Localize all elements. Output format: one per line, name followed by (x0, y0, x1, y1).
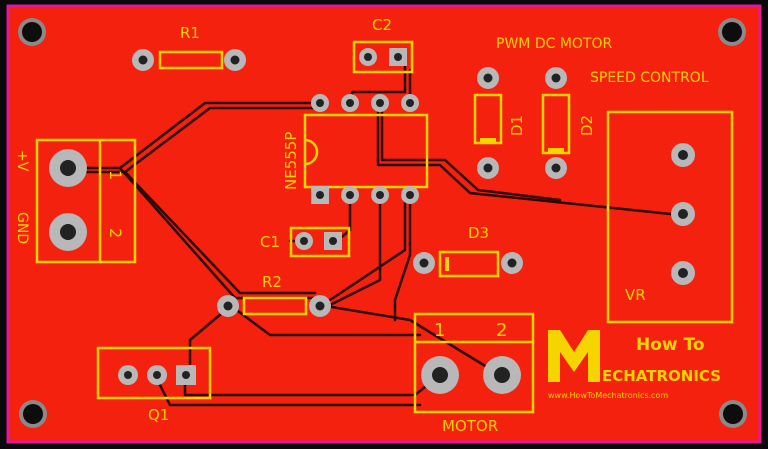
label-ic: NE555P (282, 132, 300, 190)
pads (49, 48, 695, 394)
d3-body (438, 250, 500, 278)
vr-body (606, 110, 734, 324)
motor-pin2-num: 2 (496, 320, 507, 341)
motor-pin1-num: 1 (434, 320, 445, 341)
power-pin1-num: 1 (106, 170, 125, 180)
power-connector-body (35, 138, 137, 264)
label-q1: Q1 (148, 406, 169, 424)
power-pin2-text: GND (14, 212, 30, 244)
mounting-holes (18, 18, 747, 428)
d2-body (541, 93, 571, 155)
label-r2: R2 (262, 273, 282, 291)
ic-notch (304, 138, 319, 166)
label-motor: MOTOR (442, 417, 498, 435)
label-d2: D2 (578, 115, 596, 136)
logo-line2: ECHATRONICS (602, 367, 721, 385)
r2-body (242, 296, 308, 316)
motor-connector-body (413, 312, 535, 414)
label-c1: C1 (260, 233, 280, 251)
silkscreen-outlines (35, 40, 734, 414)
label-c2: C2 (372, 16, 392, 34)
q1-body (96, 346, 212, 400)
c1-body (289, 226, 351, 258)
title-line1: PWM DC MOTOR (496, 36, 612, 52)
label-d1: D1 (508, 115, 526, 136)
power-pin1-text: +V (14, 150, 30, 172)
logo: How To ECHATRONICS www.HowToMechatronics… (548, 330, 721, 400)
ic-body (303, 113, 429, 189)
logo-line1: How To (636, 335, 705, 355)
c2-body (352, 40, 414, 74)
d1-body (473, 93, 503, 145)
label-d3: D3 (468, 224, 489, 242)
label-vr: VR (625, 286, 646, 304)
r1-body (158, 50, 224, 70)
label-r1: R1 (180, 24, 200, 42)
logo-url: www.HowToMechatronics.com (548, 391, 668, 400)
title-line2: SPEED CONTROL (590, 70, 709, 86)
power-pin2-num: 2 (106, 228, 125, 238)
silkscreen-labels: PWM DC MOTOR SPEED CONTROL R1 C2 NE555P … (14, 16, 709, 435)
